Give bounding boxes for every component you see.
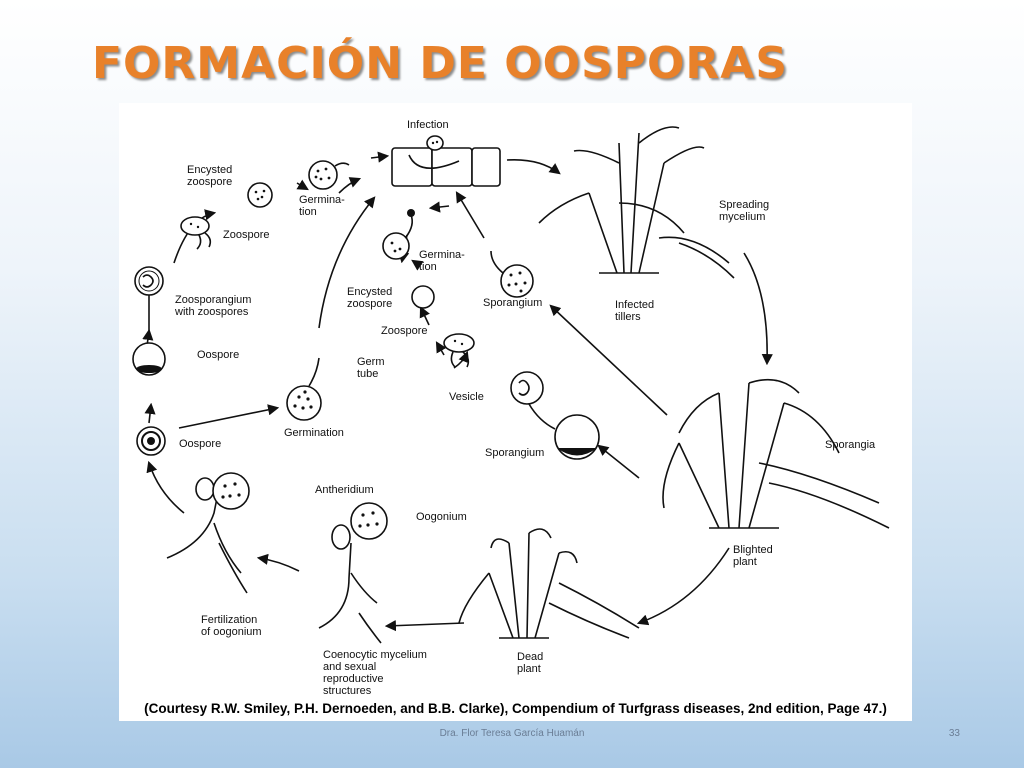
infected-tillers-plant — [538, 126, 735, 279]
diagram-labels: Infection Encysted zoospore Germina- tio… — [174, 119, 876, 697]
svg-text:mycelium: mycelium — [719, 211, 765, 223]
dead-plant — [458, 528, 640, 639]
label-zoospore-mid: Zoospore — [381, 325, 427, 337]
diagram-artwork: Infection Encysted zoospore Germina- tio… — [132, 119, 890, 697]
slide-footer: Dra. Flor Teresa García Huamán — [439, 728, 585, 739]
svg-text:zoospore: zoospore — [347, 298, 392, 310]
label-zoospore-top: Zoospore — [223, 229, 269, 241]
label-infection: Infection — [407, 119, 449, 131]
figure-caption: (Courtesy R.W. Smiley, P.H. Dernoeden, a… — [144, 701, 887, 716]
blighted-plant — [662, 378, 890, 529]
antheridium-oogonium — [318, 502, 388, 644]
zoospore-top — [180, 216, 212, 250]
germinating-cyst-top — [308, 160, 350, 190]
label-oogonium: Oogonium — [416, 511, 467, 523]
svg-text:structures: structures — [323, 685, 372, 697]
svg-text:plant: plant — [517, 663, 541, 675]
svg-text:and sexual: and sexual — [323, 661, 376, 673]
svg-text:reproductive: reproductive — [323, 673, 384, 685]
encysted-zoospore-mid — [411, 285, 435, 309]
slide-title: FORMACIÓN DE OOSPORAS — [91, 38, 789, 89]
label-encysted-zoospore-mid: Encysted — [347, 286, 392, 298]
vesicle-sporangium — [510, 371, 600, 460]
svg-text:tion: tion — [419, 261, 437, 273]
svg-text:tube: tube — [357, 368, 378, 380]
svg-text:tillers: tillers — [615, 311, 641, 323]
label-spreading-mycelium: Spreading — [719, 199, 769, 211]
encysted-zoospore-top — [247, 182, 273, 208]
label-germination-low: Germination — [284, 427, 344, 439]
svg-text:of oogonium: of oogonium — [201, 626, 262, 638]
svg-text:tion: tion — [299, 206, 317, 218]
label-oospore-lower: Oospore — [179, 438, 221, 450]
label-germination-mid: Germina- — [419, 249, 465, 261]
life-cycle-diagram: Infection Encysted zoospore Germina- tio… — [119, 103, 912, 721]
label-vesicle: Vesicle — [449, 391, 484, 403]
zoospore-mid — [443, 333, 475, 368]
sporangium-top — [490, 250, 534, 298]
label-blighted-plant: Blighted — [733, 544, 773, 556]
fertilization-of-oogonium — [166, 472, 250, 594]
label-fertilization: Fertilization — [201, 614, 257, 626]
label-sporangia: Sporangia — [825, 439, 876, 451]
label-zoosporangium: Zoosporangium — [175, 294, 251, 306]
infection-cells — [391, 135, 501, 187]
zoosporangium-with-zoospores — [132, 266, 166, 376]
svg-text:zoospore: zoospore — [187, 176, 232, 188]
germinating-oospore — [286, 357, 322, 421]
oospore-lower — [136, 426, 166, 456]
label-oospore-upper: Oospore — [197, 349, 239, 361]
slide-page-number: 33 — [948, 728, 960, 739]
label-sporangium-top: Sporangium — [483, 297, 542, 309]
label-dead-plant: Dead — [517, 651, 543, 663]
label-germ-tube: Germ — [357, 356, 385, 368]
svg-text:plant: plant — [733, 556, 757, 568]
label-coenocytic: Coenocytic mycelium — [323, 649, 427, 661]
label-germination-top: Germina- — [299, 194, 345, 206]
cycle-arrows — [142, 151, 773, 632]
label-antheridium: Antheridium — [315, 484, 374, 496]
germinating-cyst-mid — [382, 209, 415, 260]
label-encysted-zoospore-top: Encysted — [187, 164, 232, 176]
label-sporangium-low: Sporangium — [485, 447, 544, 459]
label-infected-tillers: Infected — [615, 299, 654, 311]
svg-text:with zoospores: with zoospores — [174, 306, 249, 318]
